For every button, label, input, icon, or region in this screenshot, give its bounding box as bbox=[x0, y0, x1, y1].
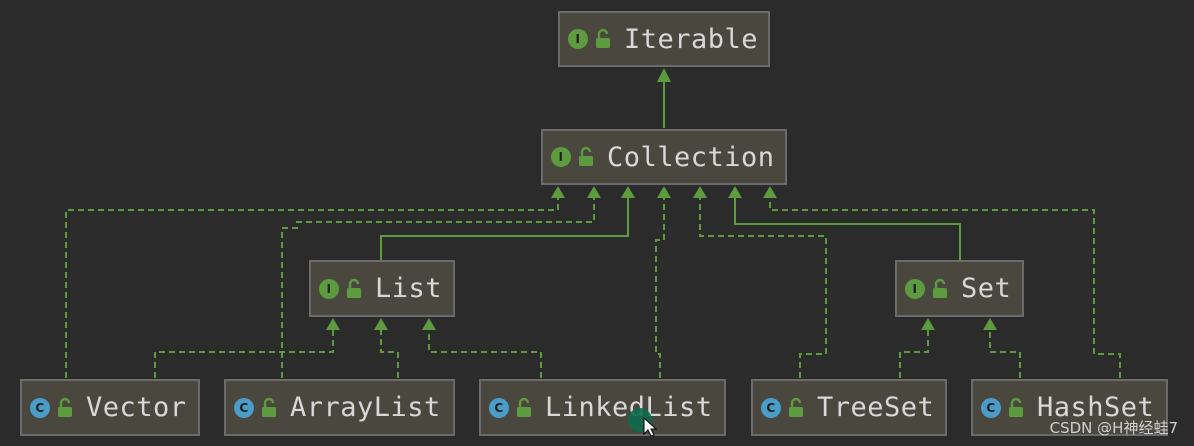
unlocked-icon bbox=[262, 397, 276, 417]
class-badge-icon: C bbox=[489, 397, 509, 418]
node-arraylist[interactable]: C ArrayList bbox=[224, 379, 455, 436]
node-label: TreeSet bbox=[817, 392, 935, 423]
arrowhead-list-3 bbox=[422, 318, 436, 330]
unlocked-icon bbox=[347, 278, 361, 298]
interface-badge-icon: I bbox=[905, 278, 925, 299]
edge-vector-list bbox=[154, 330, 334, 378]
node-label: ArrayList bbox=[290, 392, 441, 423]
unlocked-icon bbox=[933, 278, 947, 298]
edge-treeset-set bbox=[899, 330, 929, 378]
node-iterable[interactable]: I Iterable bbox=[558, 11, 770, 67]
edge-hashset-collection bbox=[769, 198, 1121, 378]
class-badge-icon: C bbox=[981, 397, 1001, 418]
node-vector[interactable]: C Vector bbox=[20, 379, 200, 436]
arrowhead-iterable bbox=[657, 68, 671, 82]
arrowhead-collection-7 bbox=[763, 186, 777, 198]
interface-badge-icon: I bbox=[319, 278, 339, 299]
edge-arraylist-list bbox=[380, 330, 399, 378]
interface-badge-icon: I bbox=[568, 29, 588, 49]
class-badge-icon: C bbox=[30, 397, 50, 418]
arrowhead-collection-5 bbox=[693, 186, 707, 198]
unlocked-icon bbox=[789, 397, 803, 417]
arrowhead-list-1 bbox=[326, 318, 340, 330]
arrowhead-collection-6 bbox=[728, 186, 742, 198]
node-set[interactable]: I Set bbox=[895, 260, 1024, 317]
node-label: Set bbox=[961, 273, 1012, 304]
class-badge-icon: C bbox=[761, 397, 781, 418]
arrowhead-set-1 bbox=[921, 318, 935, 330]
node-list[interactable]: I List bbox=[309, 260, 455, 317]
edge-arraylist-collection bbox=[281, 198, 595, 378]
node-label: Vector bbox=[86, 392, 187, 423]
arrowhead-collection-3 bbox=[621, 186, 635, 198]
unlocked-icon bbox=[517, 397, 531, 417]
unlocked-icon bbox=[579, 146, 593, 166]
unlocked-icon bbox=[596, 28, 610, 48]
edge-linkedlist-list bbox=[428, 330, 542, 378]
arrowhead-set-2 bbox=[983, 318, 997, 330]
unlocked-icon bbox=[1009, 397, 1023, 417]
node-linkedlist[interactable]: C LinkedList bbox=[479, 379, 726, 436]
node-hashset[interactable]: C HashSet bbox=[971, 379, 1168, 436]
edge-vector-collection bbox=[65, 198, 559, 378]
edge-treeset-collection bbox=[699, 198, 827, 378]
edge-list-collection bbox=[380, 198, 629, 260]
unlocked-icon bbox=[58, 397, 72, 417]
class-badge-icon: C bbox=[234, 397, 254, 418]
edge-linkedlist-collection bbox=[655, 198, 665, 378]
edge-set-collection bbox=[734, 198, 961, 260]
arrowhead-collection-1 bbox=[551, 186, 565, 198]
node-label: Iterable bbox=[624, 23, 759, 55]
node-label: HashSet bbox=[1037, 392, 1155, 423]
arrowhead-list-2 bbox=[374, 318, 388, 330]
edge-hashset-set bbox=[989, 330, 1021, 378]
node-label: List bbox=[375, 273, 443, 304]
arrowhead-collection-4 bbox=[657, 186, 671, 198]
node-label: Collection bbox=[607, 141, 775, 173]
watermark-text: CSDN @H神经蛙7 bbox=[1049, 419, 1178, 437]
interface-badge-icon: I bbox=[551, 147, 571, 167]
arrowhead-collection-2 bbox=[587, 186, 601, 198]
node-treeset[interactable]: C TreeSet bbox=[751, 379, 947, 436]
mouse-cursor-icon bbox=[628, 408, 658, 436]
node-collection[interactable]: I Collection bbox=[541, 129, 787, 185]
